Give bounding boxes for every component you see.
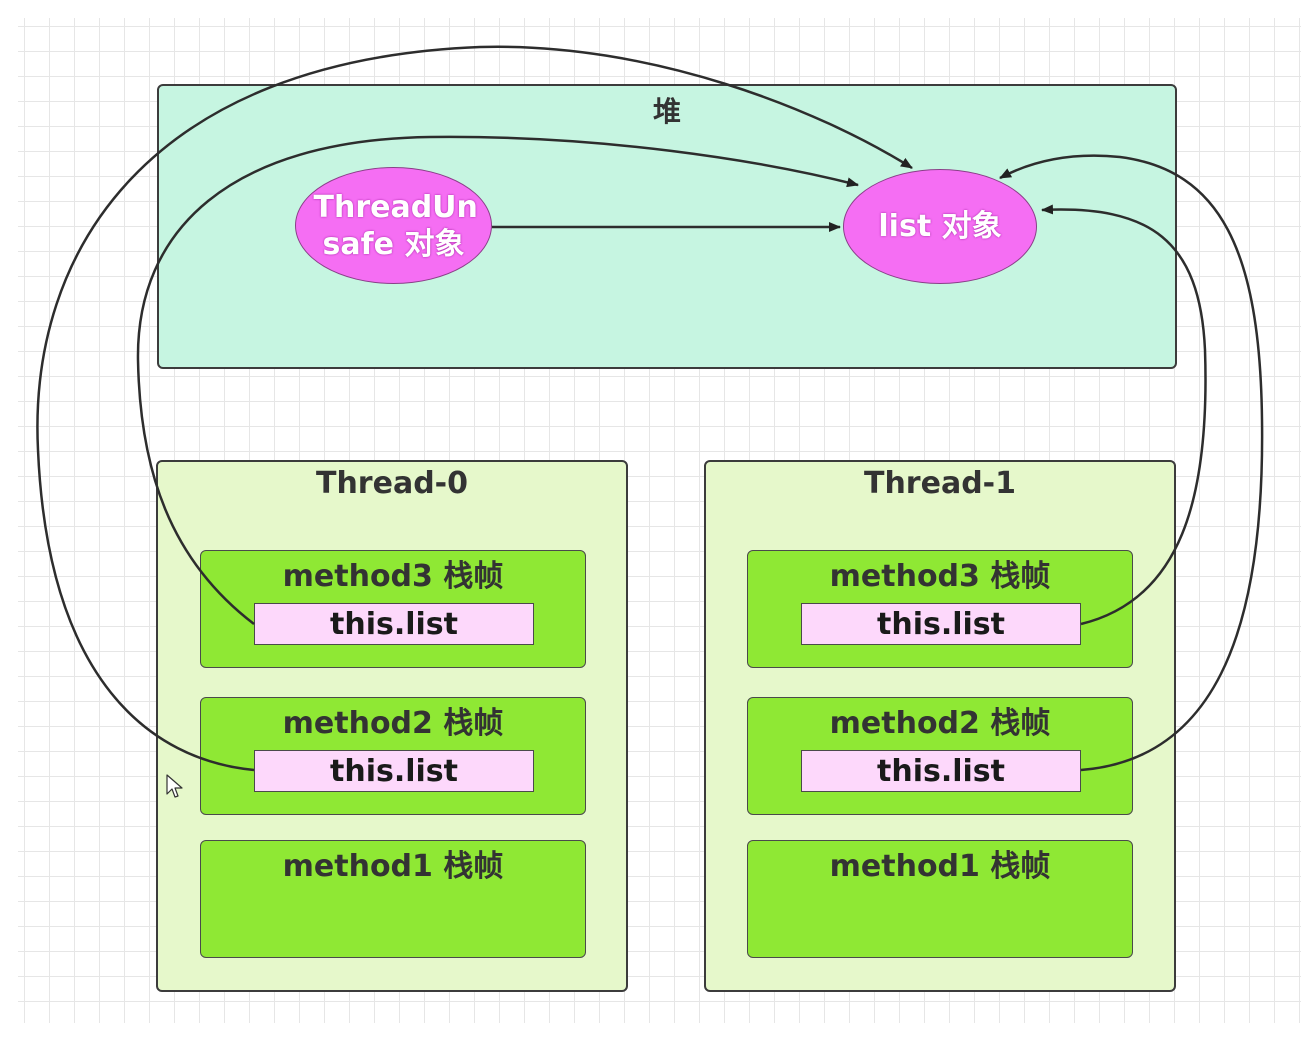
frame-label: method1 栈帧 xyxy=(829,849,1051,884)
thread-0-label: Thread-0 xyxy=(315,466,468,501)
list-object-label: list 对象 xyxy=(878,209,1002,244)
frame-label: method2 栈帧 xyxy=(282,706,504,741)
thread-0-method1-frame: method1 栈帧 xyxy=(200,840,586,958)
thread-unsafe-object-label: ThreadUn safe 对象 xyxy=(313,189,478,262)
thread-0-method3-ref[interactable]: this.list xyxy=(254,603,534,645)
heap-label: 堆 xyxy=(652,95,681,128)
mouse-pointer-icon xyxy=(166,774,183,798)
frame-label: method1 栈帧 xyxy=(282,849,504,884)
list-object[interactable]: list 对象 xyxy=(843,169,1037,284)
thread-1-method2-ref[interactable]: this.list xyxy=(801,750,1081,792)
frame-label: method3 栈帧 xyxy=(282,559,504,594)
thread-0-method2-ref[interactable]: this.list xyxy=(254,750,534,792)
thread-1-method3-ref[interactable]: this.list xyxy=(801,603,1081,645)
frame-label: method2 栈帧 xyxy=(829,706,1051,741)
thread-1-label: Thread-1 xyxy=(863,466,1016,501)
thread-1-method1-frame: method1 栈帧 xyxy=(747,840,1133,958)
frame-label: method3 栈帧 xyxy=(829,559,1051,594)
thread-unsafe-object[interactable]: ThreadUn safe 对象 xyxy=(295,167,492,284)
